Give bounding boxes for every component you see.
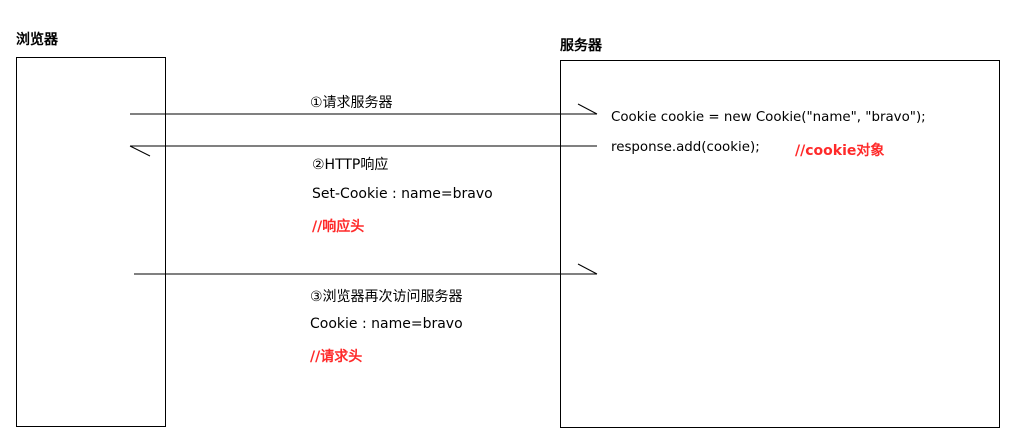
step3-detail: Cookie : name=bravo [310, 316, 463, 332]
step1-title: ①请求服务器 [310, 95, 393, 111]
request-arrow-head [577, 103, 598, 115]
step3-comment: //请求头 [310, 349, 363, 365]
server-title: 服务器 [560, 38, 602, 54]
server-box [560, 60, 1000, 428]
server-code-comment: //cookie对象 [795, 143, 885, 159]
response-arrow-head [129, 145, 151, 157]
step2-detail: Set-Cookie : name=bravo [312, 186, 493, 202]
server-code-line1: Cookie cookie = new Cookie("name", "brav… [611, 110, 926, 125]
browser-title: 浏览器 [16, 32, 58, 48]
step3-title: ③浏览器再次访问服务器 [310, 289, 463, 305]
step2-comment: //响应头 [312, 219, 365, 235]
second-request-arrow-head [577, 263, 598, 275]
browser-box [16, 57, 166, 427]
server-code-line2: response.add(cookie); [611, 140, 760, 155]
step2-title: ②HTTP响应 [312, 157, 389, 173]
